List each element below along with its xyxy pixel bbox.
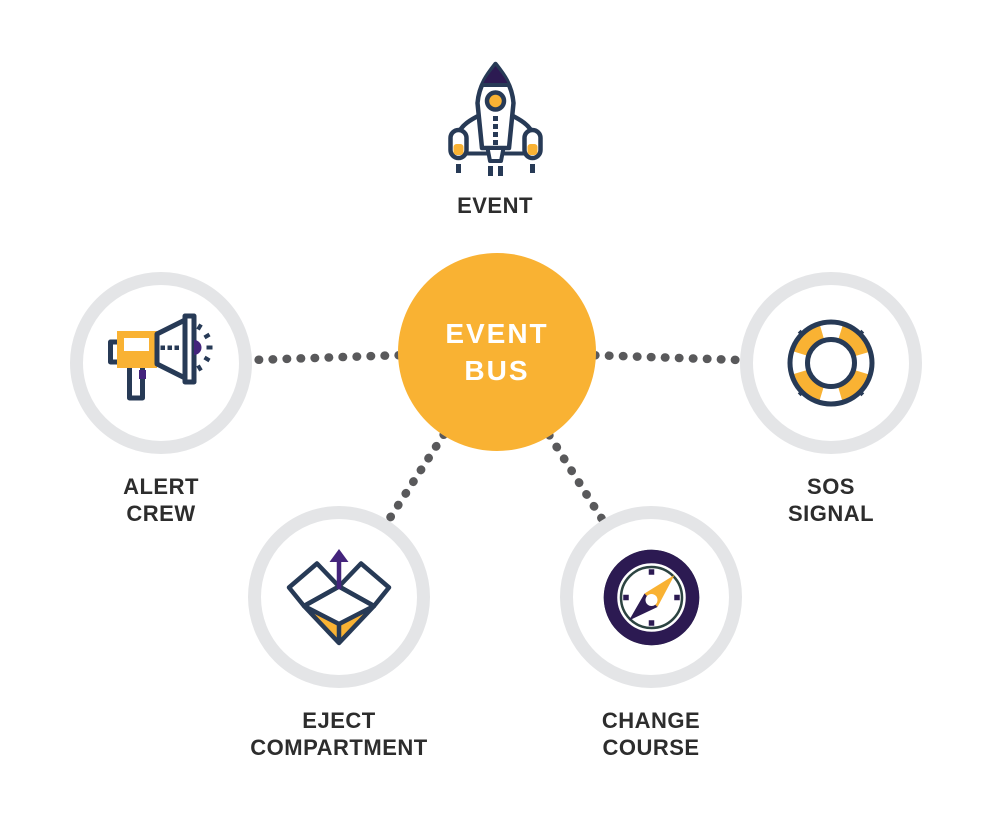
change-course-label-line1: CHANGE — [601, 708, 701, 733]
event-bus-label-line2: BUS — [464, 355, 530, 386]
rocket-icon — [447, 61, 543, 176]
eject-compartment-label-line1: EJECT — [302, 708, 376, 733]
event-bus-circle: EVENT BUS — [398, 253, 596, 451]
eject-compartment-label: EJECT COMPARTMENT — [250, 707, 427, 761]
node-event: EVENT — [355, 57, 635, 219]
eject-compartment-label-line2: COMPARTMENT — [250, 735, 428, 760]
compass-icon — [603, 549, 699, 645]
alert-crew-ring — [70, 272, 252, 454]
node-event-label: EVENT — [457, 193, 533, 218]
node-sos-signal: SOS SIGNAL — [691, 272, 971, 527]
change-course-label-line2: COURSE — [602, 735, 700, 760]
node-alert-crew: ALERT CREW — [21, 272, 301, 527]
event-bus-label: EVENT BUS — [445, 315, 548, 389]
node-eject-compartment: EJECT COMPARTMENT — [199, 506, 479, 761]
eject-compartment-ring — [248, 506, 430, 688]
change-course-ring — [560, 506, 742, 688]
alert-crew-label-line1: ALERT — [123, 474, 199, 499]
sos-signal-label-line1: SOS — [807, 474, 855, 499]
sos-signal-label: SOS SIGNAL — [788, 473, 874, 527]
node-change-course: CHANGE COURSE — [511, 506, 791, 761]
alert-crew-label-line2: CREW — [126, 501, 196, 526]
open-box-icon — [286, 549, 392, 646]
life-ring-icon — [787, 319, 875, 407]
megaphone-icon — [108, 313, 213, 401]
change-course-label: CHANGE COURSE — [602, 707, 700, 761]
alert-crew-label: ALERT CREW — [123, 473, 199, 527]
sos-signal-label-line2: SIGNAL — [787, 501, 875, 526]
sos-signal-ring — [740, 272, 922, 454]
event-bus-label-line1: EVENT — [445, 318, 549, 349]
